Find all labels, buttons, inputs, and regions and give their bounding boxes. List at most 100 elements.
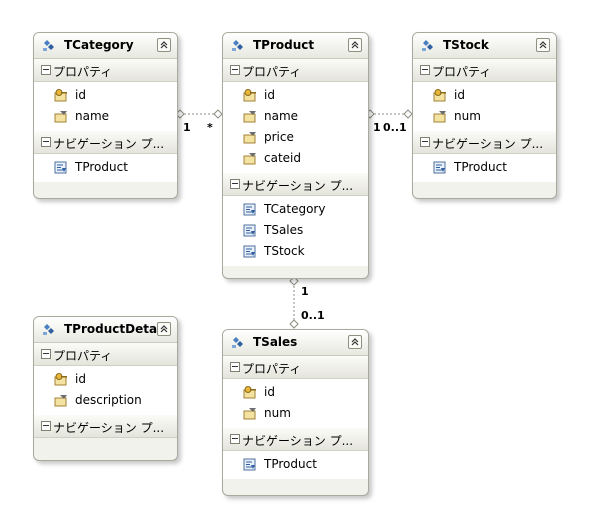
navigation-item[interactable]: TProduct: [34, 157, 177, 178]
navigation-item[interactable]: TStock: [223, 241, 368, 262]
property-item[interactable]: cateid: [223, 148, 368, 169]
navigation-section-header[interactable]: ナビゲーション プ...: [223, 428, 368, 451]
section-minus-icon[interactable]: [230, 434, 240, 444]
entity-name: TSales: [253, 335, 298, 349]
navigation-name: TProduct: [454, 160, 507, 174]
entity-tproductdetail[interactable]: TProductDetail プロパティ id description ナビゲー…: [33, 316, 178, 461]
association-end-diamond-category: [175, 109, 185, 119]
properties-section-header[interactable]: プロパティ: [34, 59, 177, 82]
navigation-item[interactable]: TProduct: [413, 157, 556, 178]
navigation-section-header[interactable]: ナビゲーション プ...: [223, 173, 368, 196]
property-name: num: [454, 109, 481, 123]
section-minus-icon[interactable]: [230, 65, 240, 75]
property-item[interactable]: num: [413, 106, 556, 127]
association-end-diamond-sales: [289, 319, 299, 329]
properties-section-header[interactable]: プロパティ: [34, 343, 177, 366]
section-minus-icon[interactable]: [420, 137, 430, 147]
property-name: cateid: [264, 151, 301, 165]
property-item[interactable]: name: [34, 106, 177, 127]
entity-type-icon: [422, 40, 433, 51]
entity-header[interactable]: TCategory: [34, 33, 177, 59]
key-property-icon: [54, 89, 67, 102]
section-minus-icon[interactable]: [420, 65, 430, 75]
property-item[interactable]: num: [223, 403, 368, 424]
entity-header[interactable]: TProductDetail: [34, 317, 177, 343]
property-name: id: [264, 385, 275, 399]
entity-header[interactable]: TStock: [413, 33, 556, 59]
property-name: name: [75, 109, 110, 123]
navigation-name: TCategory: [264, 202, 326, 216]
collapse-chevron-icon[interactable]: [348, 335, 362, 349]
navigation-property-icon: [433, 161, 446, 174]
properties-list: id name: [34, 82, 177, 131]
multiplicity-product-side: *: [207, 121, 213, 134]
property-item[interactable]: id: [223, 85, 368, 106]
scalar-property-icon: [243, 153, 256, 165]
properties-section-label: プロパティ: [53, 349, 113, 363]
section-minus-icon[interactable]: [230, 362, 240, 372]
collapse-chevron-icon[interactable]: [157, 38, 171, 52]
property-item[interactable]: id: [223, 382, 368, 403]
scalar-property-icon: [54, 111, 67, 123]
property-name: id: [454, 88, 465, 102]
navigation-name: TProduct: [75, 160, 128, 174]
navigation-item[interactable]: TProduct: [223, 454, 368, 475]
properties-section-header[interactable]: プロパティ: [223, 59, 368, 82]
navigation-list: TProduct: [223, 451, 368, 479]
scalar-property-icon: [243, 132, 256, 144]
collapse-chevron-icon[interactable]: [157, 322, 171, 336]
entity-tsales[interactable]: TSales プロパティ id num ナビゲーション プ...: [222, 329, 369, 496]
navigation-item[interactable]: TCategory: [223, 199, 368, 220]
entity-name: TProduct: [253, 38, 315, 52]
section-minus-icon[interactable]: [41, 349, 51, 359]
property-item[interactable]: name: [223, 106, 368, 127]
entity-name: TCategory: [64, 38, 134, 52]
properties-list: id num: [413, 82, 556, 131]
property-item[interactable]: price: [223, 127, 368, 148]
entity-name: TProductDetail: [64, 322, 166, 336]
section-minus-icon[interactable]: [41, 421, 51, 431]
navigation-section-label: ナビゲーション プ...: [242, 434, 354, 448]
multiplicity-category-side: 1: [183, 121, 191, 134]
entity-type-icon: [232, 40, 243, 51]
navigation-list: TProduct: [413, 154, 556, 182]
properties-section-label: プロパティ: [53, 65, 113, 79]
properties-section-header[interactable]: プロパティ: [413, 59, 556, 82]
navigation-property-icon: [243, 458, 256, 471]
property-name: num: [264, 406, 291, 420]
scalar-property-icon: [243, 111, 256, 123]
property-name: description: [75, 393, 142, 407]
entity-tstock[interactable]: TStock プロパティ id num ナビゲーション プ...: [412, 32, 557, 199]
collapse-chevron-icon[interactable]: [348, 38, 362, 52]
navigation-section-header[interactable]: ナビゲーション プ...: [413, 131, 556, 154]
entity-type-icon: [43, 324, 54, 335]
navigation-section-header[interactable]: ナビゲーション プ...: [34, 131, 177, 154]
properties-section-header[interactable]: プロパティ: [223, 356, 368, 379]
multiplicity-sales-side: 0..1: [301, 309, 325, 322]
entity-tcategory[interactable]: TCategory プロパティ id name ナビゲーション プ...: [33, 32, 178, 199]
property-item[interactable]: id: [34, 369, 177, 390]
navigation-list: TCategory TSales TStock: [223, 196, 368, 266]
property-item[interactable]: id: [413, 85, 556, 106]
multiplicity-product-sales-side: 1: [301, 285, 309, 298]
section-minus-icon[interactable]: [41, 65, 51, 75]
section-minus-icon[interactable]: [41, 137, 51, 147]
scalar-property-icon: [54, 395, 67, 407]
entity-type-icon: [43, 40, 54, 51]
section-minus-icon[interactable]: [230, 179, 240, 189]
entity-tproduct[interactable]: TProduct プロパティ id name price: [222, 32, 369, 279]
entity-header[interactable]: TSales: [223, 330, 368, 356]
association-end-diamond-stock: [403, 109, 413, 119]
navigation-property-icon: [243, 245, 256, 258]
property-item[interactable]: id: [34, 85, 177, 106]
property-item[interactable]: description: [34, 390, 177, 411]
navigation-section-header[interactable]: ナビゲーション プ...: [34, 415, 177, 438]
navigation-property-icon: [243, 203, 256, 216]
collapse-chevron-icon[interactable]: [536, 38, 550, 52]
navigation-item[interactable]: TSales: [223, 220, 368, 241]
entity-header[interactable]: TProduct: [223, 33, 368, 59]
property-name: name: [264, 109, 299, 123]
scalar-property-icon: [243, 408, 256, 420]
properties-list: id num: [223, 379, 368, 428]
navigation-property-icon: [243, 224, 256, 237]
